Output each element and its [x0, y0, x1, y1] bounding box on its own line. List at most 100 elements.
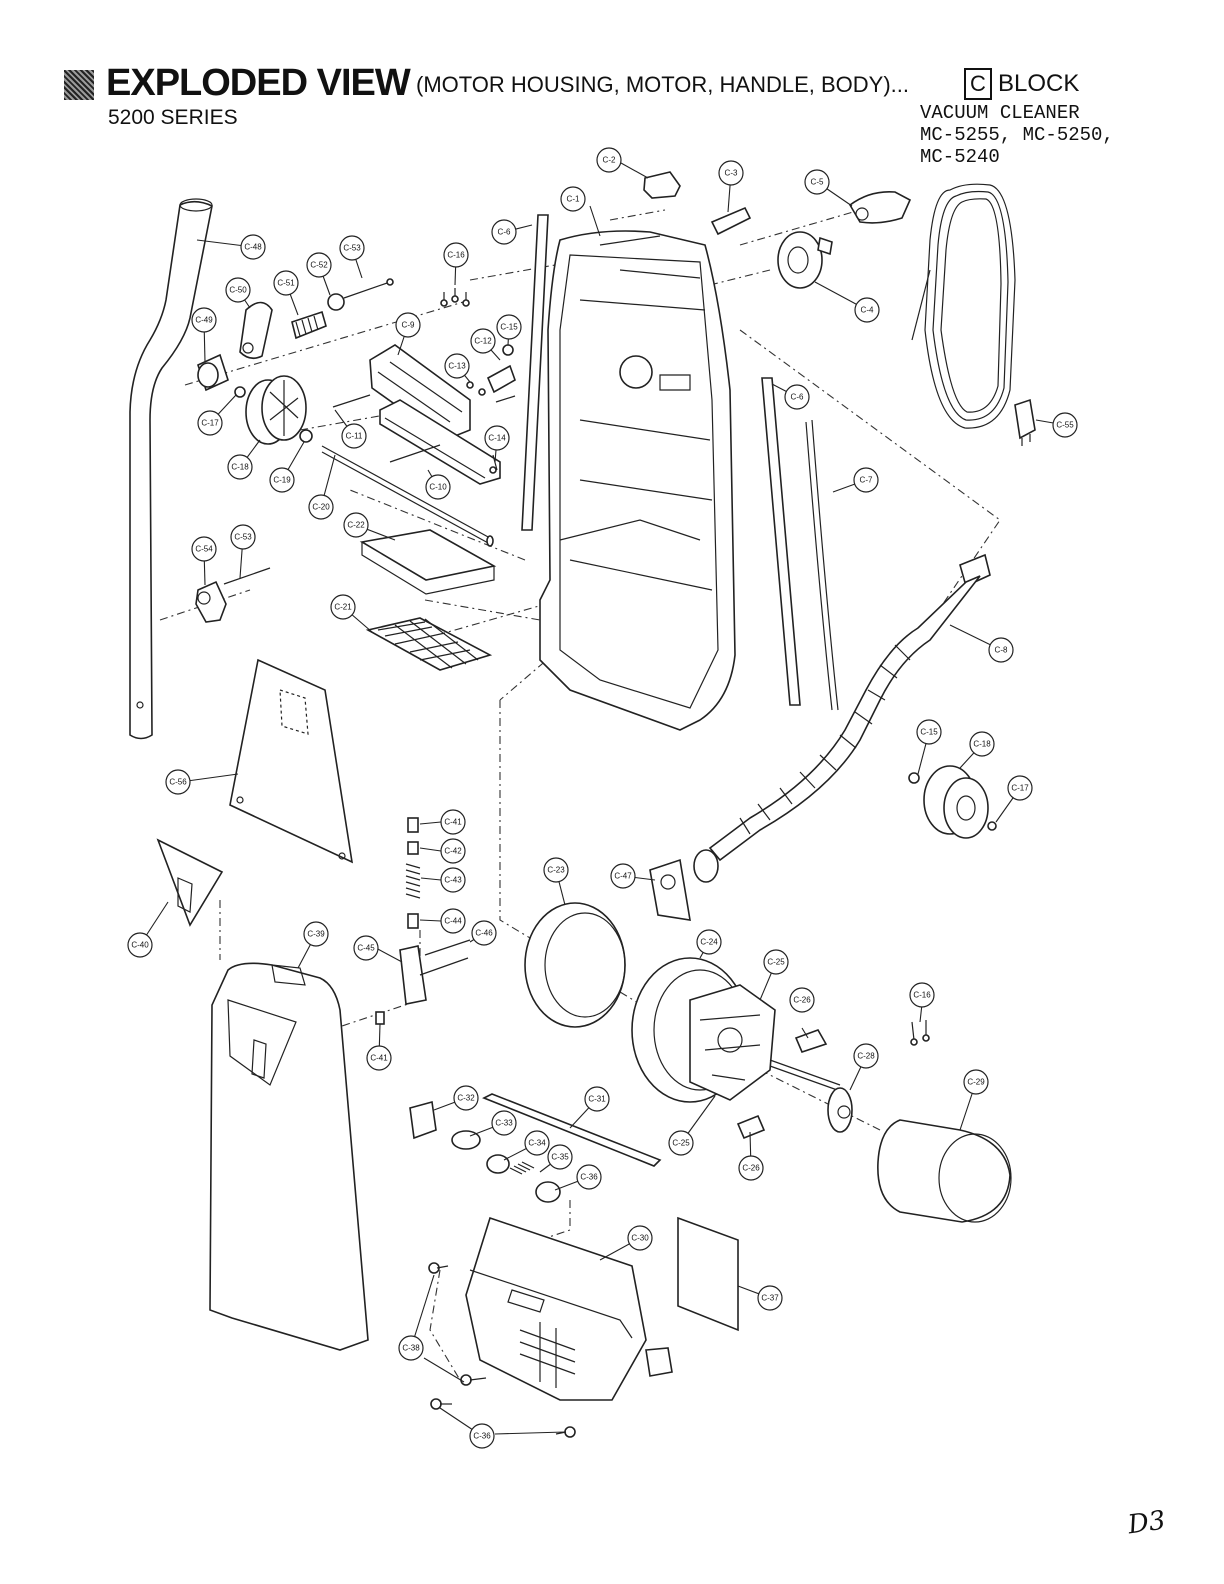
svg-text:C-28: C-28 [857, 1052, 875, 1061]
svg-text:C-43: C-43 [444, 876, 462, 885]
fan-part [827, 1087, 853, 1133]
callout-c51: C-51 [273, 270, 299, 296]
spring-assembly-part [375, 817, 471, 1025]
callout-c49: C-49 [191, 307, 217, 333]
page-subtitle: (MOTOR HOUSING, MOTOR, HANDLE, BODY)... [416, 72, 910, 97]
svg-text:C-32: C-32 [457, 1094, 475, 1103]
callout-c44: C-44 [440, 908, 466, 934]
callout-c17-right: C-17 [1007, 775, 1033, 801]
svg-text:C-18: C-18 [973, 740, 991, 749]
screws-group-top [440, 288, 516, 474]
svg-text:C-8: C-8 [995, 646, 1008, 655]
callout-c2: C-2 [596, 147, 622, 173]
svg-text:C-52: C-52 [310, 261, 328, 270]
block-letter-box: C [964, 68, 992, 100]
flexible-hose-part [693, 553, 991, 883]
svg-text:C-50: C-50 [229, 286, 247, 295]
callout-c56: C-56 [165, 769, 191, 795]
callout-c52: C-52 [306, 252, 332, 278]
series-label: 5200 SERIES [108, 106, 238, 129]
svg-text:C-10: C-10 [429, 483, 447, 492]
callout-c22: C-22 [343, 512, 369, 538]
svg-text:C-3: C-3 [725, 169, 738, 178]
svg-text:C-12: C-12 [474, 337, 492, 346]
cylinder-filter-part [877, 1119, 1012, 1223]
svg-text:C-13: C-13 [448, 362, 466, 371]
callout-c50: C-50 [225, 277, 251, 303]
handwritten-page-note: D3 [1126, 1505, 1168, 1541]
callout-c41-top: C-41 [440, 809, 466, 835]
callout-c46: C-46 [471, 920, 497, 946]
callout-c3: C-3 [718, 160, 744, 186]
callout-c24: C-24 [696, 929, 722, 955]
callout-c13: C-13 [444, 353, 470, 379]
back-plate-part [229, 658, 354, 864]
callout-c38: C-38 [398, 1335, 424, 1361]
callout-c8: C-8 [988, 637, 1014, 663]
svg-text:C-37: C-37 [761, 1294, 779, 1303]
bracket-part [649, 858, 691, 921]
svg-text:C-49: C-49 [195, 316, 213, 325]
svg-text:C-46: C-46 [475, 929, 493, 938]
svg-text:C-2: C-2 [603, 156, 616, 165]
callout-c28: C-28 [853, 1043, 879, 1069]
callout-c42: C-42 [440, 838, 466, 864]
svg-text:C-14: C-14 [488, 434, 506, 443]
callout-c14: C-14 [484, 425, 510, 451]
callout-c34: C-34 [524, 1130, 550, 1156]
callout-c55: C-55 [1052, 412, 1078, 438]
svg-text:C-26: C-26 [742, 1164, 760, 1173]
clip-parts [736, 1029, 828, 1140]
svg-text:C-22: C-22 [347, 521, 365, 530]
motor-housing-part [465, 1216, 673, 1401]
model-line: MC-5255, MC-5250, [920, 124, 1114, 146]
callout-c25-top: C-25 [763, 949, 789, 975]
callout-c1: C-1 [560, 186, 586, 212]
svg-text:C-7: C-7 [860, 476, 873, 485]
motor-part [631, 957, 841, 1103]
callout-c26-top: C-26 [789, 987, 815, 1013]
hinge-parts [195, 567, 271, 623]
screws-group-right [910, 1020, 930, 1046]
svg-text:C-23: C-23 [547, 866, 565, 875]
callout-c17-left: C-17 [197, 410, 223, 436]
callout-c25-bottom: C-25 [668, 1130, 694, 1156]
callout-c43: C-43 [440, 867, 466, 893]
right-wheel-part [908, 765, 997, 839]
callout-c15-right: C-15 [916, 719, 942, 745]
handle-hardware-parts [197, 278, 394, 392]
callout-c45: C-45 [353, 935, 379, 961]
svg-text:C-4: C-4 [861, 306, 874, 315]
svg-text:C-44: C-44 [444, 917, 462, 926]
callout-c18-left: C-18 [227, 454, 253, 480]
callout-c7: C-7 [853, 467, 879, 493]
callout-c21: C-21 [330, 594, 356, 620]
callout-c36-mid: C-36 [576, 1164, 602, 1190]
svg-text:C-6: C-6 [498, 228, 511, 237]
svg-text:C-16: C-16 [447, 251, 465, 260]
block-word: BLOCK [998, 70, 1080, 97]
power-cord-part [911, 183, 1036, 446]
callout-c15-top: C-15 [496, 314, 522, 340]
svg-text:C-21: C-21 [334, 603, 352, 612]
model-line: VACUUM CLEANER [920, 102, 1080, 124]
callout-c47: C-47 [610, 863, 636, 889]
callout-c41-bottom: C-41 [366, 1045, 392, 1071]
svg-text:C-5: C-5 [811, 178, 824, 187]
svg-text:C-45: C-45 [357, 944, 375, 953]
svg-text:C-20: C-20 [312, 503, 330, 512]
svg-text:C-51: C-51 [277, 279, 295, 288]
side-strip-parts [521, 214, 839, 711]
svg-text:C-29: C-29 [967, 1078, 985, 1087]
svg-text:C-1: C-1 [567, 195, 580, 204]
svg-text:C-16: C-16 [913, 991, 931, 1000]
callout-c48: C-48 [240, 234, 266, 260]
callout-c53-mid: C-53 [230, 524, 256, 550]
callout-c33: C-33 [491, 1110, 517, 1136]
callout-c6-top: C-6 [491, 219, 517, 245]
callout-c12: C-12 [470, 328, 496, 354]
front-cover-part [209, 962, 369, 1351]
callout-c5: C-5 [804, 169, 830, 195]
svg-text:C-33: C-33 [495, 1119, 513, 1128]
